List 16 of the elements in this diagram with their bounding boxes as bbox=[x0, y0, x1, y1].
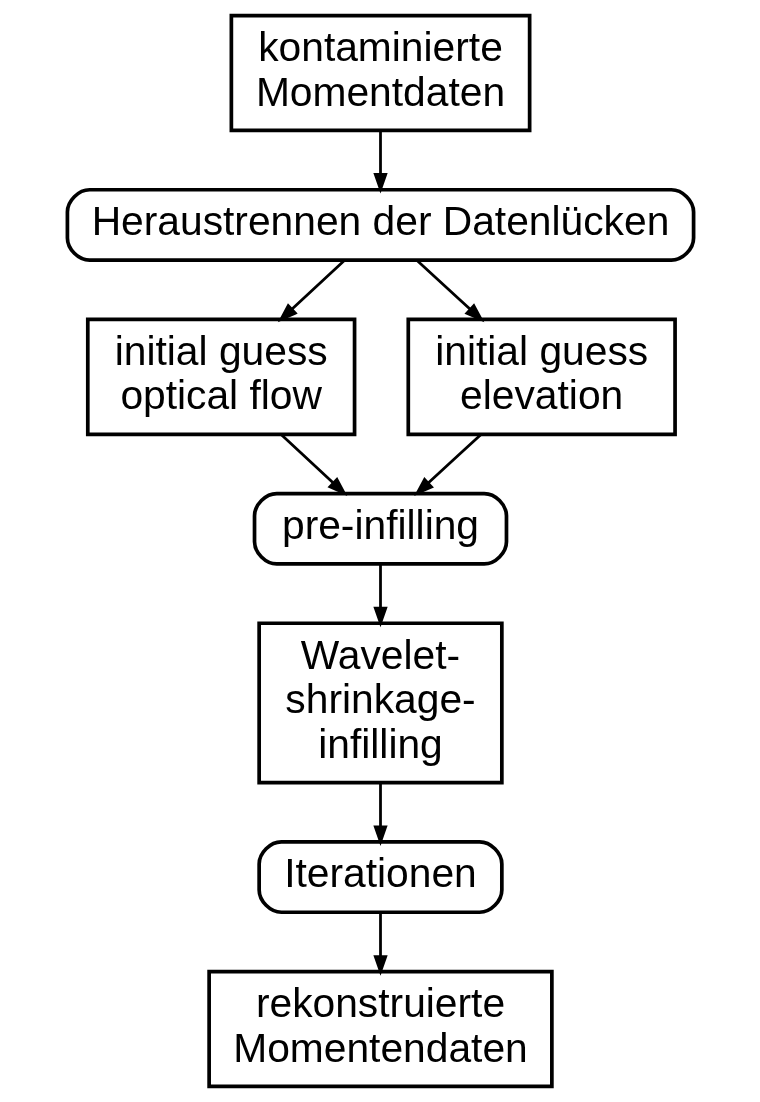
arrow bbox=[413, 433, 482, 496]
arrow bbox=[372, 912, 388, 976]
node-box: Iterationen bbox=[256, 840, 504, 915]
arrow bbox=[372, 564, 388, 628]
arrow bbox=[279, 433, 347, 497]
arrow bbox=[415, 259, 484, 323]
arrow bbox=[372, 783, 388, 846]
node-box: pre-infilling bbox=[252, 491, 508, 566]
node-box: kontaminierte Momentdaten bbox=[229, 13, 531, 133]
node-box: initial guess optical flow bbox=[85, 317, 356, 437]
node-box: Wavelet- shrinkage- infilling bbox=[256, 621, 504, 785]
arrow bbox=[372, 130, 388, 194]
node-box: rekonstruierte Momentendaten bbox=[206, 969, 554, 1089]
node-box: initial guess elevation bbox=[405, 317, 677, 437]
arrow bbox=[277, 259, 345, 323]
node-box: Heraustrennen der Datenlücken bbox=[65, 187, 695, 262]
